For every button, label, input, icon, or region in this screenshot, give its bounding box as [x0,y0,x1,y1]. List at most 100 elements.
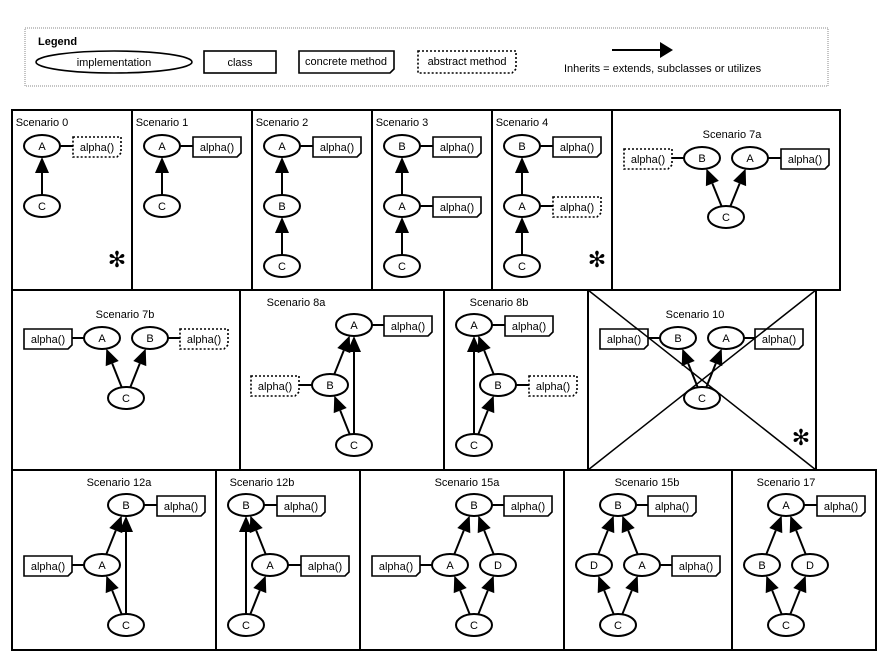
arrowhead-icon [709,348,723,367]
method-label: alpha() [607,334,641,346]
method-label: alpha() [31,334,65,346]
class-label: C [122,393,130,405]
implementation-ellipse [107,613,145,637]
implementation-ellipse [599,613,637,637]
inheritance-edge-C-to-D [789,590,801,615]
arrowhead-icon [105,575,119,594]
scenario-title: Scenario 7b [96,309,155,321]
concrete-method-box [432,136,482,158]
arrowhead-icon [457,515,471,534]
arrowhead-icon [481,575,495,594]
concrete-method-box [599,328,649,350]
concrete-method-box [503,495,553,517]
class-label: B [146,333,153,345]
concrete-method-box [552,136,602,158]
class-label: A [266,560,274,572]
class-node-C: C [107,386,145,410]
implementation-ellipse [227,493,265,517]
arrowhead-icon [597,575,611,594]
class-label: A [350,320,358,332]
class-label: A [446,560,454,572]
class-label: C [782,620,790,632]
arrowhead-icon [133,348,147,367]
class-node-A: A [83,326,121,350]
class-node-B: B [263,194,301,218]
implementation-ellipse [383,254,421,278]
inheritance-edge-C-to-A [111,363,123,388]
class-label: C [278,261,286,273]
class-node-B: B [743,553,781,577]
class-node-B: B [107,493,145,517]
legend-implementation-label: implementation [77,57,152,69]
arrowhead-icon [119,516,133,532]
inheritance-edge-C-to-A [705,363,717,388]
class-label: B [674,333,681,345]
method-label: alpha() [824,501,858,513]
abstract-method-box [552,196,602,218]
implementation-ellipse [707,326,745,350]
scenario-title: Scenario 3 [376,117,429,129]
class-node-A: A [263,134,301,158]
method-label: alpha() [258,381,292,393]
class-label: D [806,560,814,572]
legend-concrete-method: concrete method [298,50,395,74]
class-label: C [518,261,526,273]
arrowhead-icon [733,168,747,187]
legend-inherits: Inherits = extends, subclasses or utiliz… [564,42,762,75]
arrowhead-icon [337,335,351,354]
method-label: alpha() [655,501,689,513]
class-node-D: D [575,553,613,577]
class-node-A: A [431,553,469,577]
class-label: C [722,212,730,224]
class-label: B [278,201,285,213]
implementation-ellipse [131,326,169,350]
implementation-ellipse [767,613,805,637]
class-node-C: C [143,194,181,218]
abstract-method-box [179,328,229,350]
legend-title: Legend [38,36,77,48]
implementation-ellipse [335,433,373,457]
asterisk-icon: ✻ [792,425,810,450]
method-label: alpha() [440,202,474,214]
class-label: C [614,620,622,632]
class-node-A: A [251,553,289,577]
implementation-ellipse [263,134,301,158]
implementation-ellipse [263,254,301,278]
implementation-ellipse [143,194,181,218]
legend: Legend implementation class concrete met… [24,27,829,87]
class-label: A [38,141,46,153]
concrete-method-box [780,148,830,170]
implementation-ellipse [599,493,637,517]
inheritance-edge-B-to-A [765,530,777,555]
inheritance-edge-C-to-A [621,590,633,615]
inheritance-edge-C-to-D [477,590,489,615]
class-label: C [122,620,130,632]
class-label: C [242,620,250,632]
class-label: B [758,560,765,572]
class-label: C [470,620,478,632]
class-node-A: A [83,553,121,577]
legend-abstract-method-label: abstract method [428,56,507,68]
legend-concrete-method-label: concrete method [305,56,387,68]
implementation-ellipse [575,553,613,577]
class-node-C: C [503,254,541,278]
arrowhead-icon [105,348,119,367]
implementation-ellipse [623,553,661,577]
implementation-ellipse [107,386,145,410]
inheritance-edge-B-to-A [483,350,495,375]
implementation-ellipse [503,194,541,218]
inheritance-edge-A-to-B [453,530,465,555]
scenario-title: Scenario 7a [703,129,763,141]
class-node-A: A [23,134,61,158]
arrowhead-icon [621,515,635,534]
scenario-title: Scenario 17 [757,477,816,489]
implementation-ellipse [431,553,469,577]
